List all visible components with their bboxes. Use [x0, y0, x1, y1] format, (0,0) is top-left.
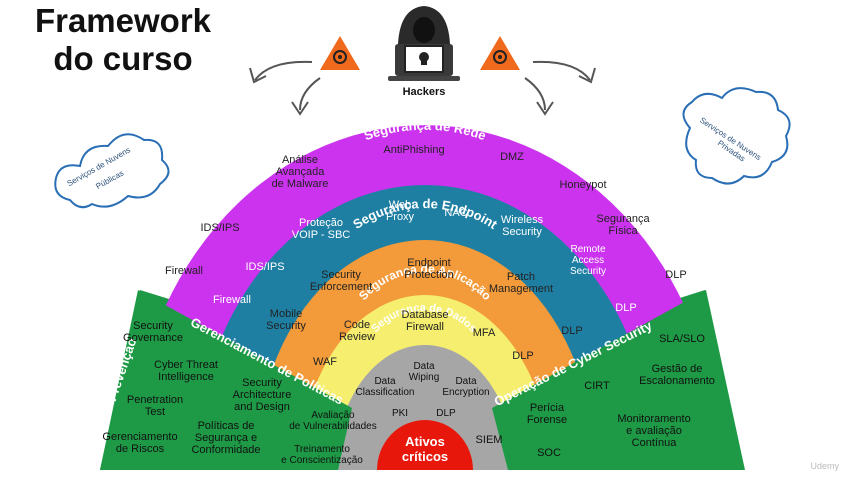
label-mfa: MFA [473, 327, 496, 339]
label-soc: SOC [537, 447, 561, 459]
label-dlp-application: DLP [512, 350, 533, 362]
prevention-band [100, 290, 352, 470]
public-cloud-icon: Serviços de Nuvens Públicas [54, 133, 170, 209]
label-nac: NAC [444, 207, 467, 219]
hacker-icon [388, 6, 460, 81]
critical-assets-core [377, 420, 473, 470]
biohazard-left-icon [320, 36, 360, 70]
private-cloud-icon: Serviços de Nuvens Privadas [682, 87, 791, 185]
label-ids-ips-perimeter: IDS/IPS [200, 222, 239, 234]
label-antiphishing: AntiPhishing [383, 144, 444, 156]
label-pki: PKI [392, 408, 408, 419]
label-dlp-data: DLP [436, 408, 456, 419]
data-ring [335, 345, 515, 470]
watermark: Udemy [810, 461, 839, 471]
label-dlp-endpoint: DLP [561, 325, 582, 337]
label-firewall-network: Firewall [213, 294, 251, 306]
label-dmz: DMZ [500, 151, 524, 163]
arrow-left-icon [249, 60, 321, 116]
label-honeypot: Honeypot [559, 179, 606, 191]
title-line-2: do curso [53, 40, 193, 77]
label-dlp-network: DLP [615, 302, 636, 314]
label-siem: SIEM [476, 434, 503, 446]
title-line-1: Framework [34, 2, 212, 39]
label-sla-slo: SLA/SLO [659, 333, 705, 345]
label-waf: WAF [313, 356, 337, 368]
label-firewall-perimeter: Firewall [165, 265, 203, 277]
label-dlp-perimeter: DLP [665, 269, 686, 281]
page-title: Framework do curso [8, 2, 238, 78]
hackers-label: Hackers [402, 86, 446, 98]
response-band [492, 290, 745, 470]
label-cirt: CIRT [584, 380, 610, 392]
biohazard-right-icon [480, 36, 520, 70]
label-ids-ips-network: IDS/IPS [245, 261, 284, 273]
arrow-right-icon [524, 60, 596, 116]
